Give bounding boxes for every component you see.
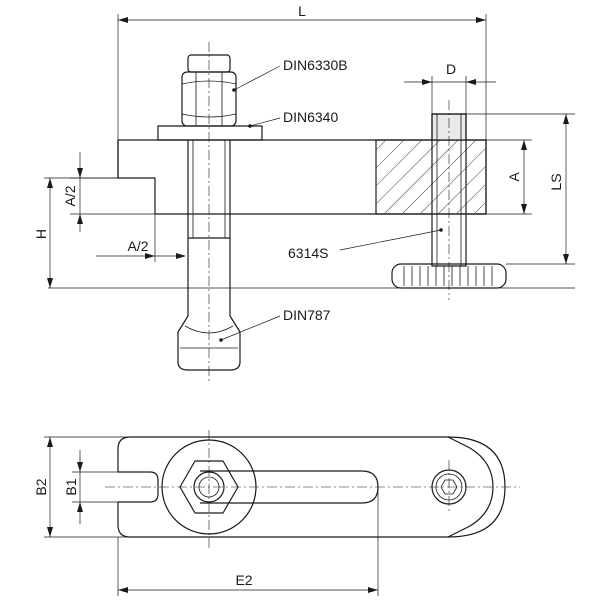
label-LS: LS	[548, 173, 564, 190]
callout-leaders	[219, 65, 443, 342]
label-H: H	[33, 229, 49, 239]
callout-washer: DIN6340	[283, 109, 338, 125]
dim-B2	[44, 436, 130, 538]
label-A: A	[506, 172, 522, 182]
callout-nut: DIN6330B	[283, 57, 348, 73]
dim-E2	[117, 487, 379, 596]
top-view: B2 B1 E2	[33, 430, 520, 596]
dim-H	[44, 177, 118, 288]
hex-socket	[440, 479, 458, 495]
label-E2: E2	[235, 572, 252, 588]
label-L: L	[298, 3, 306, 19]
callout-stud: DIN787	[283, 307, 331, 323]
washer	[157, 125, 263, 141]
hatched-section	[375, 139, 487, 215]
label-B1: B1	[63, 478, 79, 495]
dim-L	[117, 14, 487, 140]
label-A-half-vertical: A/2	[62, 185, 78, 206]
label-D: D	[446, 61, 456, 77]
clamp-body-top	[117, 436, 506, 538]
dim-D	[404, 76, 496, 114]
dim-A-half-vertical	[70, 152, 155, 232]
dim-B1	[72, 450, 118, 524]
label-B2: B2	[33, 478, 49, 495]
callout-screw: 6314S	[288, 245, 328, 261]
dim-LS	[466, 113, 575, 265]
label-A-half-horizontal: A/2	[127, 238, 148, 254]
dim-A-half-horizontal	[96, 214, 186, 262]
dim-A	[486, 139, 532, 215]
side-view: L D A LS	[33, 3, 575, 382]
